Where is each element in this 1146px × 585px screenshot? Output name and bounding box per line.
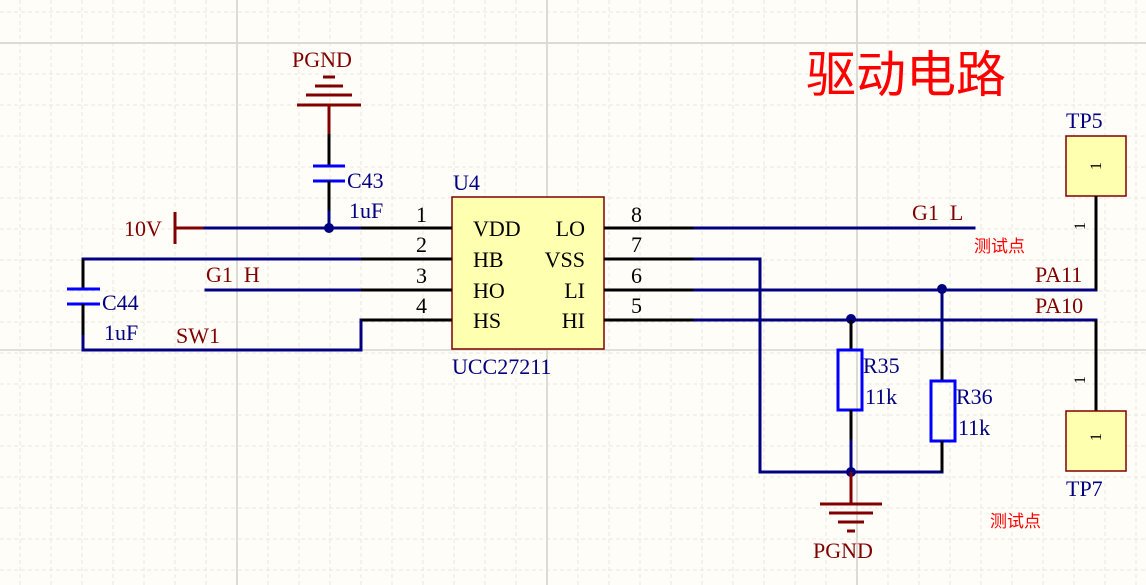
tp5-pad-label: 1: [1088, 162, 1105, 170]
tp5-pin-number: 1: [1072, 222, 1089, 230]
junction-vdd: [324, 223, 334, 233]
net-label-g1l: G1 L: [912, 200, 963, 225]
chip-part-number: UCC27211: [452, 354, 551, 379]
r36-designator: R36: [956, 384, 993, 409]
chip-u4[interactable]: U4 UCC27211 1 2 3 4 VDD HB HO HS 8 7 6 5…: [361, 170, 695, 379]
c44-value: 1uF: [104, 320, 138, 345]
power-10v[interactable]: 10V: [124, 212, 205, 244]
chip-designator: U4: [453, 170, 480, 195]
pin-3-name: HO: [473, 278, 505, 303]
pin-5-name: HI: [562, 308, 585, 333]
tp7-pin-number: 1: [1072, 376, 1089, 384]
tp5-note: 测试点: [974, 237, 1025, 257]
r36-body: [929, 379, 957, 443]
junction-hi: [846, 314, 856, 324]
pin-2-name: HB: [473, 247, 504, 272]
resistor-r36[interactable]: R36 11k: [929, 288, 993, 472]
pin-4-number: 4: [416, 293, 427, 318]
pin-4-name: HS: [473, 308, 501, 333]
pgnd-bottom-label: PGND: [813, 538, 873, 563]
capacitor-c44[interactable]: C44 1uF: [67, 259, 139, 345]
r35-body: [836, 348, 864, 412]
c43-value: 1uF: [349, 198, 383, 223]
tp5-designator: TP5: [1066, 108, 1103, 133]
tp7-pad-label: 1: [1088, 433, 1105, 441]
testpoint-tp5[interactable]: TP5 1 1 测试点: [974, 108, 1127, 290]
net-label-pa10: PA10: [1035, 293, 1083, 318]
tp7-designator: TP7: [1066, 476, 1103, 501]
capacitor-c43[interactable]: C43 1uF: [313, 134, 384, 230]
net-label-g1h: G1 H: [206, 262, 260, 287]
pin-1-number: 1: [416, 202, 427, 227]
pin-7-name: VSS: [545, 247, 585, 272]
pin-2-number: 2: [416, 232, 427, 257]
pin-6-number: 6: [631, 263, 642, 288]
resistor-r35[interactable]: R35 11k: [836, 320, 900, 474]
testpoint-tp7[interactable]: 1 1 TP7 测试点: [990, 320, 1127, 532]
pin-3-number: 3: [416, 263, 427, 288]
pin-8-name: LO: [556, 216, 585, 241]
left-wires: [81, 223, 363, 352]
c44-designator: C44: [102, 290, 139, 315]
sheet-title: 驱动电路: [806, 46, 1006, 104]
r35-value: 11k: [865, 384, 897, 409]
pgnd-bottom-symbol[interactable]: PGND: [813, 472, 882, 563]
r36-value: 11k: [958, 415, 990, 440]
tp7-body: [1065, 410, 1127, 472]
c43-designator: C43: [347, 168, 384, 193]
chip-body: [451, 196, 605, 350]
tp7-note: 测试点: [990, 512, 1041, 532]
pin-6-name: LI: [564, 278, 585, 303]
pgnd-top-label: PGND: [292, 47, 352, 72]
power-10v-label: 10V: [124, 216, 162, 241]
pin-7-number: 7: [631, 232, 642, 257]
net-label-sw1: SW1: [176, 323, 220, 348]
net-label-pa11: PA11: [1035, 262, 1082, 287]
pgnd-top-symbol[interactable]: PGND: [292, 47, 361, 134]
wire-hs[interactable]: [81, 318, 363, 352]
tp5-body: [1065, 135, 1127, 197]
pin-8-number: 8: [631, 202, 642, 227]
pin-5-number: 5: [631, 293, 642, 318]
pin-1-name: VDD: [473, 216, 521, 241]
r35-designator: R35: [863, 353, 900, 378]
